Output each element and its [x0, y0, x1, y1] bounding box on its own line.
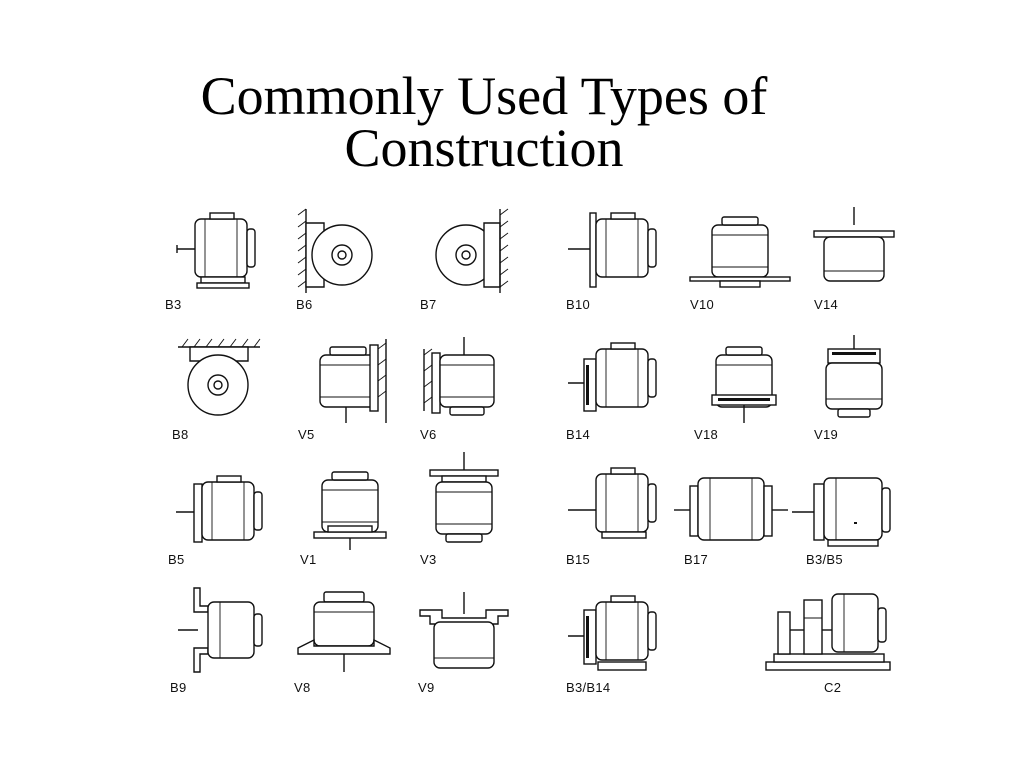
construction-label: V6: [420, 427, 437, 442]
motor-B17-drawing: [674, 477, 788, 541]
motor-B9-drawing: [178, 587, 263, 673]
construction-V8: V8: [294, 588, 404, 698]
motor-B5-drawing: [176, 475, 263, 543]
construction-label: V8: [294, 680, 311, 695]
motor-B6-drawing: [297, 208, 373, 293]
construction-label: V10: [690, 297, 715, 312]
construction-B15: B15: [566, 460, 676, 570]
construction-label: V14: [814, 297, 839, 312]
motor-V1-drawing: [313, 471, 387, 550]
construction-V18: V18: [694, 335, 804, 445]
construction-label: B17: [684, 552, 709, 567]
page-title: Commonly Used Types of Construction: [0, 66, 968, 178]
construction-label: B3/B14: [566, 680, 611, 695]
construction-B3: B3: [165, 205, 275, 315]
construction-V14: V14: [813, 205, 924, 315]
motor-V3-drawing: [429, 452, 499, 543]
construction-label: C2: [824, 680, 842, 695]
construction-B7: B7: [420, 205, 530, 315]
motor-C2-drawing: [765, 593, 891, 671]
title-line-1: Commonly Used Types of: [200, 66, 768, 126]
construction-V10: V10: [689, 205, 800, 315]
motor-B3-B14-drawing: [568, 595, 657, 671]
construction-V3: V3: [420, 452, 530, 570]
motor-V10-drawing: [689, 216, 791, 288]
construction-label: V5: [298, 427, 315, 442]
construction-B17: B17: [674, 460, 794, 570]
construction-B10: B10: [566, 205, 676, 315]
construction-B9: B9: [170, 587, 280, 698]
construction-V1: V1: [300, 460, 410, 570]
construction-B5: B5: [168, 460, 278, 570]
construction-B3-B14: B3/B14: [566, 588, 676, 698]
construction-V5: V5: [298, 335, 408, 445]
motor-V19-drawing: [825, 335, 883, 418]
motor-V6-drawing: [423, 337, 495, 416]
motor-B3-B5-drawing: [792, 477, 891, 547]
motor-V14-drawing: [813, 207, 895, 282]
construction-V6: V6: [420, 335, 530, 445]
construction-label: B6: [296, 297, 313, 312]
motor-B14-drawing: [568, 342, 657, 412]
motor-B15-drawing: [568, 467, 657, 539]
construction-label: B3: [165, 297, 182, 312]
motor-V9-drawing: [419, 592, 509, 669]
motor-B8-drawing: [178, 338, 261, 416]
construction-label: B9: [170, 680, 187, 695]
motor-B7-drawing: [435, 208, 509, 293]
motor-B10-drawing: [568, 212, 657, 288]
construction-B14: B14: [566, 335, 676, 445]
motor-V18-drawing: [711, 346, 777, 423]
construction-label: V9: [418, 680, 435, 695]
construction-label: V1: [300, 552, 317, 567]
construction-label: B7: [420, 297, 437, 312]
motor-B3-drawing: [176, 212, 256, 289]
construction-label: B14: [566, 427, 591, 442]
construction-C2: C2: [764, 588, 904, 698]
construction-V19: V19: [814, 335, 924, 445]
construction-label: V19: [814, 427, 839, 442]
construction-label: B3/B5: [806, 552, 843, 567]
construction-B8: B8: [172, 335, 282, 445]
construction-label: B10: [566, 297, 591, 312]
motor-V5-drawing: [319, 339, 387, 423]
motor-V8-drawing: [297, 591, 391, 672]
construction-label: V18: [694, 427, 719, 442]
construction-B3-B5: B3/B5: [792, 460, 916, 570]
construction-label: B15: [566, 552, 591, 567]
title-line-2: Construction: [344, 118, 624, 178]
construction-V9: V9: [418, 588, 528, 698]
construction-B6: B6: [296, 205, 406, 315]
construction-label: B8: [172, 427, 189, 442]
construction-label: V3: [420, 552, 437, 567]
construction-label: B5: [168, 552, 185, 567]
